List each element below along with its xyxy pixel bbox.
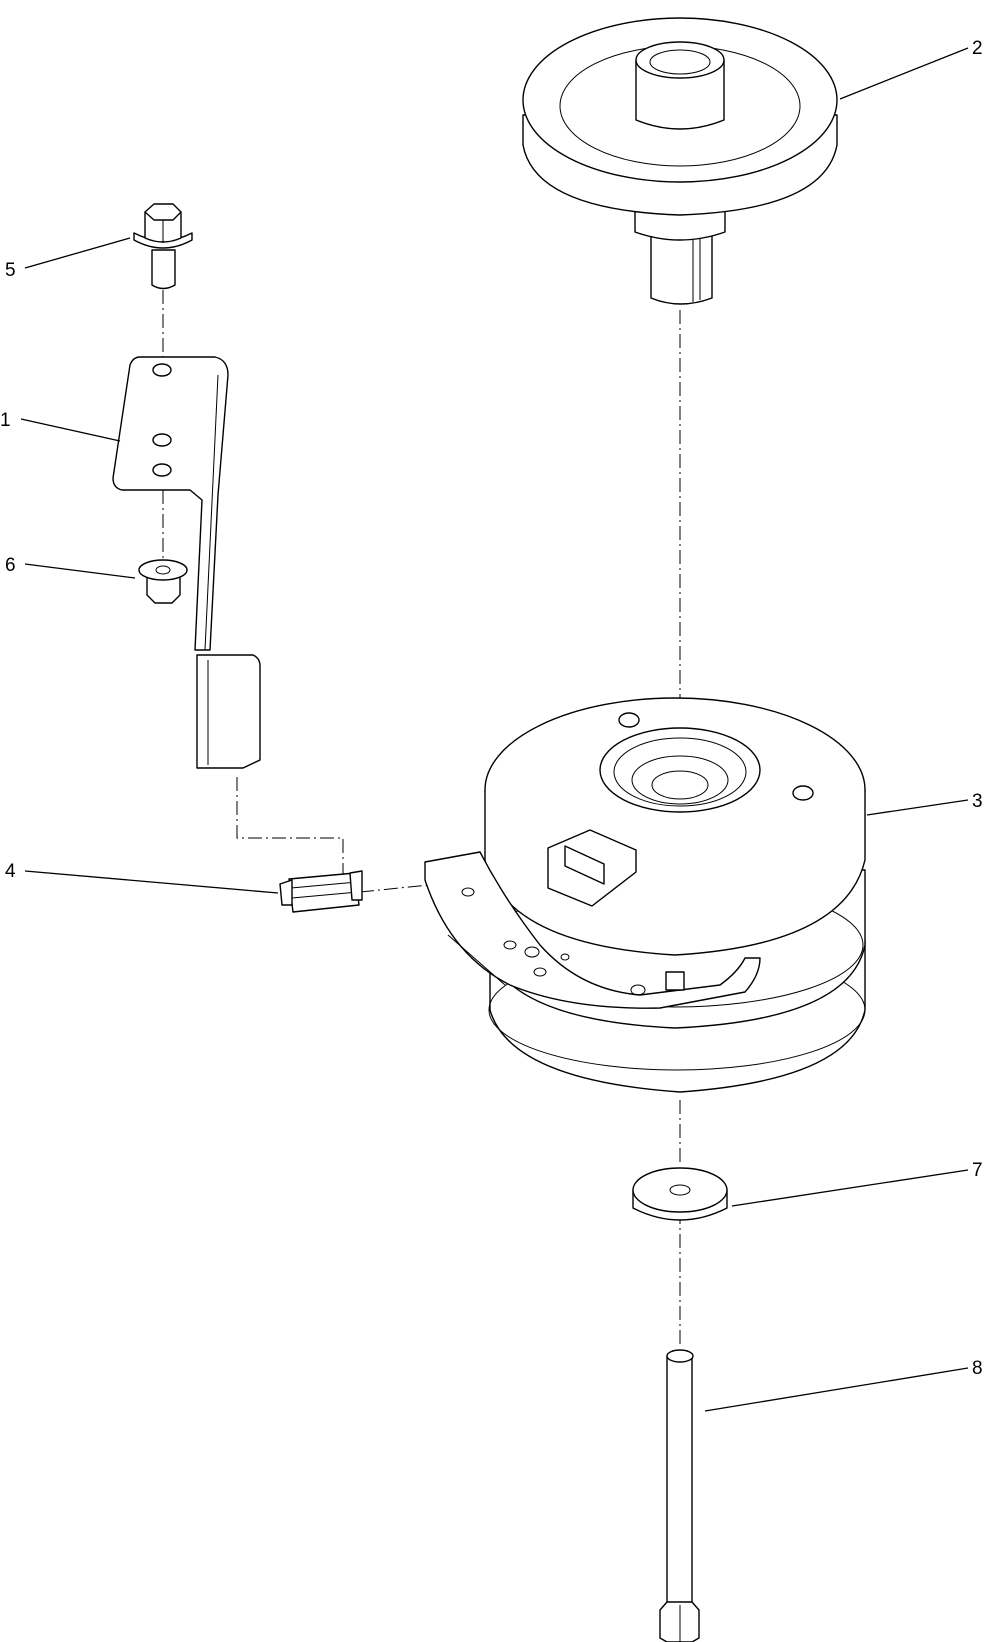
- callout-7: 7: [972, 1160, 983, 1181]
- callout-1: 1: [0, 410, 11, 431]
- callout-5: 5: [5, 260, 16, 281]
- clutch-part: [424, 697, 866, 1093]
- bolt-part: [133, 203, 193, 290]
- clip-part: [279, 870, 363, 913]
- long-bolt-part: [659, 1349, 700, 1642]
- spacer-washer-part: [632, 1167, 728, 1221]
- callout-leaders: [20, 47, 969, 1412]
- pulley-part: [522, 17, 838, 305]
- nut-part: [138, 559, 188, 604]
- callout-3: 3: [972, 791, 983, 812]
- callout-8: 8: [972, 1358, 983, 1379]
- bracket-part: [112, 356, 261, 769]
- callout-labels: 1 2 3 4 5 6 7 8: [0, 38, 983, 1379]
- callout-2: 2: [972, 38, 983, 59]
- callout-4: 4: [5, 861, 16, 882]
- callout-6: 6: [5, 555, 16, 576]
